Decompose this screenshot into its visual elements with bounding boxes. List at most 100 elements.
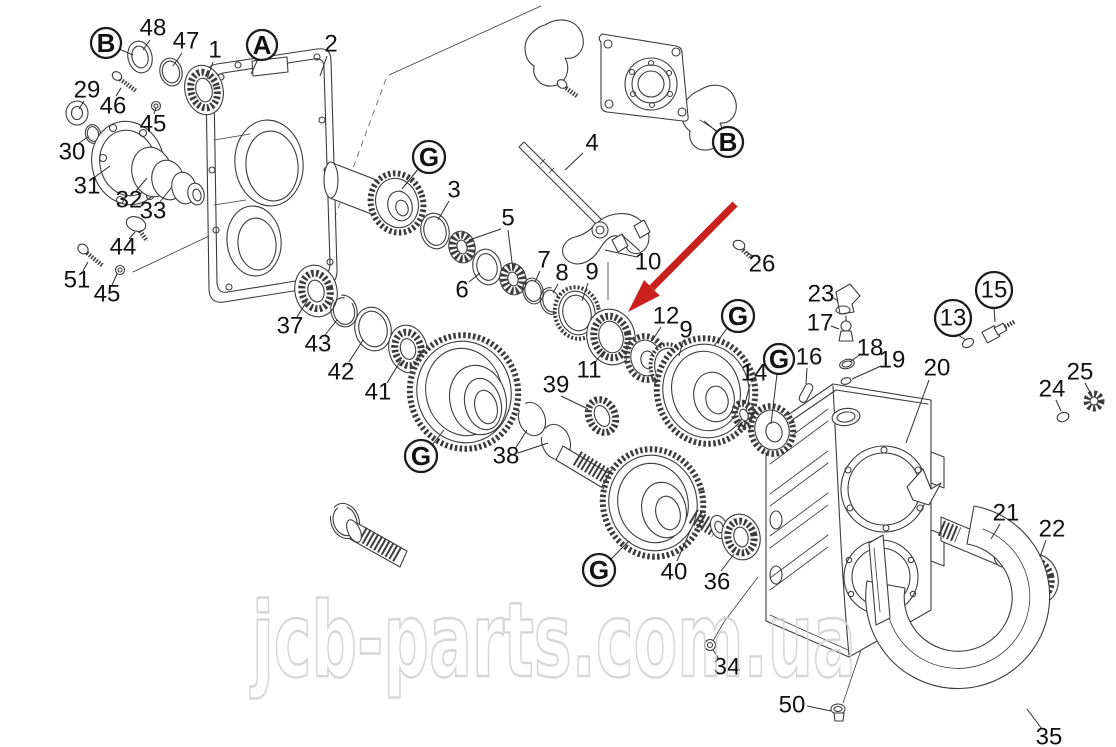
part-label-G: G [589, 555, 609, 585]
part-label-31: 31 [74, 173, 101, 200]
part-label-G: G [769, 344, 789, 374]
leader-line [153, 107, 157, 115]
leader-line [560, 395, 589, 410]
part-label-48: 48 [140, 15, 167, 42]
leader-line [206, 61, 214, 80]
leader-line [713, 326, 729, 347]
leader-line [296, 300, 308, 318]
part-label-39: 39 [543, 372, 570, 399]
leader-line [324, 319, 338, 336]
part-label-7: 7 [537, 247, 550, 274]
part-label-21: 21 [993, 500, 1020, 527]
callout-circle-G [403, 438, 439, 474]
part-label-44: 44 [110, 234, 137, 261]
part-label-29: 29 [74, 77, 101, 104]
part-label-47: 47 [173, 28, 200, 55]
leader-line [703, 120, 718, 133]
part-label-15: 15 [981, 277, 1008, 304]
callout-circle-B [711, 125, 745, 159]
part-label-10: 10 [635, 249, 662, 276]
part-label-14: 14 [741, 360, 768, 387]
leader-line [770, 373, 778, 425]
part-label-22: 22 [1039, 516, 1066, 543]
part-label-23: 23 [808, 281, 835, 308]
callout-circle-G [581, 552, 617, 588]
leader-line [534, 270, 541, 283]
leader-line [172, 52, 183, 67]
callout-circle-15 [974, 270, 1014, 310]
part-label-41: 41 [365, 379, 392, 406]
leader-line [621, 234, 641, 252]
cluster-gear-left [329, 332, 620, 568]
callout-circle-B [89, 26, 123, 60]
part-label-37: 37 [277, 313, 304, 340]
leader-line [806, 705, 832, 712]
part-label-30: 30 [59, 139, 86, 166]
leader-line [830, 325, 840, 330]
leader-line [720, 553, 735, 572]
part-label-26: 26 [749, 251, 776, 278]
part-label-19: 19 [879, 347, 906, 374]
part-label-5: 5 [501, 205, 514, 232]
leader-line [564, 152, 584, 171]
leader-line [595, 350, 605, 362]
input-shaft [323, 161, 427, 236]
part-label-45: 45 [94, 281, 121, 308]
leader-line [348, 339, 364, 363]
leader-line [159, 187, 172, 203]
leader-line [82, 261, 89, 272]
part-label-20: 20 [924, 355, 951, 382]
callout-circle-G [720, 298, 756, 334]
red-arrow-head [628, 280, 660, 312]
part-label-38: 38 [493, 443, 520, 470]
leader-line [135, 177, 148, 192]
cover-plate [205, 48, 338, 303]
leader-line [1039, 539, 1047, 558]
part-label-G: G [728, 301, 748, 331]
shaft-guard [865, 468, 1051, 690]
part-label-6: 6 [455, 277, 468, 304]
callout-circle-13 [933, 298, 973, 338]
leader-line [610, 540, 630, 560]
leader-line [468, 228, 502, 241]
part-label-G: G [411, 441, 431, 471]
leader-line [507, 229, 514, 271]
leader-line [401, 167, 420, 190]
callout-circle-G [411, 139, 447, 175]
part-label-1: 1 [208, 37, 221, 64]
part-label-18: 18 [857, 335, 884, 362]
leader-line [142, 39, 151, 51]
part-label-G: G [419, 142, 439, 172]
part-label-B: B [719, 127, 738, 157]
leader-line [552, 283, 559, 294]
leader-line [805, 367, 808, 385]
part-label-9: 9 [679, 317, 692, 344]
leader-line [431, 429, 445, 446]
part-label-A: A [253, 30, 272, 60]
leader-line [905, 379, 930, 444]
leader-line [831, 296, 839, 302]
leader-line [651, 326, 662, 342]
leader-line [993, 307, 996, 323]
center-gear-cluster [623, 333, 759, 447]
part-label-50: 50 [779, 692, 806, 719]
leader-line [386, 359, 402, 384]
gear-ring-chain [420, 212, 636, 366]
callout-circle-A [245, 28, 279, 62]
part-label-35: 35 [1036, 724, 1063, 747]
part-label-25: 25 [1067, 359, 1094, 386]
leader-line [581, 282, 589, 302]
part-label-43: 43 [305, 331, 332, 358]
small-hardware [703, 239, 1105, 722]
leader-line [78, 100, 85, 110]
leader-line [319, 55, 328, 77]
leader-line [468, 272, 481, 283]
leader-line [115, 87, 122, 97]
leader-line [850, 353, 862, 362]
part-label-9: 9 [585, 259, 598, 286]
shift-rod-and-fork [518, 141, 651, 265]
leader-line [94, 165, 111, 178]
leader-line [250, 58, 259, 75]
leader-line [1084, 382, 1092, 395]
